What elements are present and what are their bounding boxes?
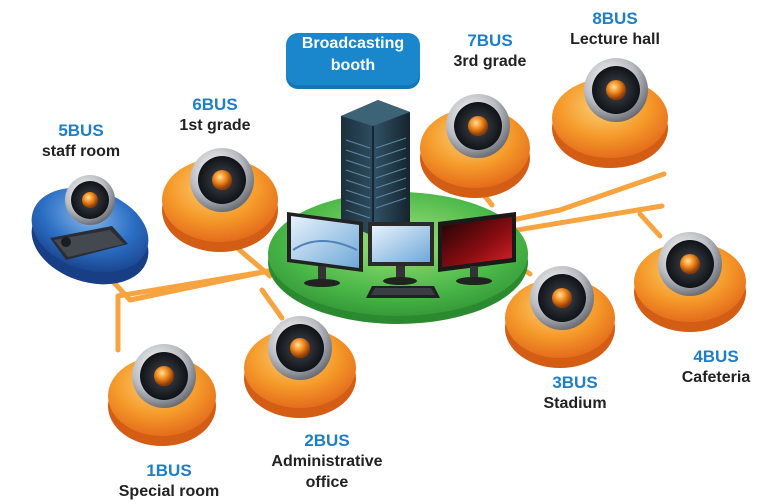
bus-id: 2BUS [304,431,350,450]
room-name: Stadium [543,395,607,412]
broadcasting-booth-label: Broadcasting booth [286,33,420,89]
speaker-station-1bus [108,344,216,446]
monitor-center-icon [368,222,434,285]
station-label-4bus: 4BUS Cafeteria [666,346,766,388]
room-name: Lecture hall [570,31,660,48]
room-name: Cafeteria [681,369,751,386]
bus-id: 3BUS [552,373,598,392]
microphone-icon [50,226,128,260]
room-name: staff room [41,143,121,160]
room-name: Special room [118,483,220,500]
cable-2bus [259,287,285,321]
speaker-station-2bus [244,316,356,418]
station-label-8bus: 8BUS Lecture hall [550,8,680,50]
speaker-icon [268,316,332,380]
cable-4bus [637,211,663,239]
monitor-right-icon [438,212,516,285]
speaker-icon [190,148,254,212]
speaker-station-3bus [505,266,615,368]
keyboard-icon [366,286,440,298]
central-platform [268,100,528,324]
speaker-icon [446,94,510,158]
bus-id: 1BUS [146,461,192,480]
room-name: 1st grade [179,117,251,134]
speaker-station-7bus [420,94,530,198]
bus-id: 4BUS [693,347,739,366]
station-label-7bus: 7BUS 3rd grade [435,30,545,72]
room-name: 3rd grade [453,53,527,70]
booth-label-line2: booth [330,57,376,74]
station-label-3bus: 3BUS Stadium [520,372,630,414]
bus-id: 6BUS [192,95,238,114]
bus-id: 8BUS [592,9,638,28]
bus-id: 5BUS [58,121,104,140]
speaker-station-5bus [31,175,149,285]
room-name: Administrative office [271,453,383,491]
bus-id: 7BUS [467,31,513,50]
speaker-icon [132,344,196,408]
speaker-station-8bus [552,58,668,168]
speaker-icon [584,58,648,122]
station-label-1bus: 1BUS Special room [104,460,234,502]
speaker-station-4bus [634,232,746,332]
server-rack-icon [341,100,410,236]
booth-label-line1: Broadcasting [301,35,405,52]
speaker-icon [65,175,115,225]
station-label-5bus: 5BUS staff room [16,120,146,162]
station-label-2bus: 2BUS Administrative office [252,430,402,493]
monitor-left-icon [287,212,363,287]
speaker-station-6bus [162,148,278,252]
station-label-6bus: 6BUS 1st grade [160,94,270,136]
speaker-icon [658,232,722,296]
speaker-icon [530,266,594,330]
